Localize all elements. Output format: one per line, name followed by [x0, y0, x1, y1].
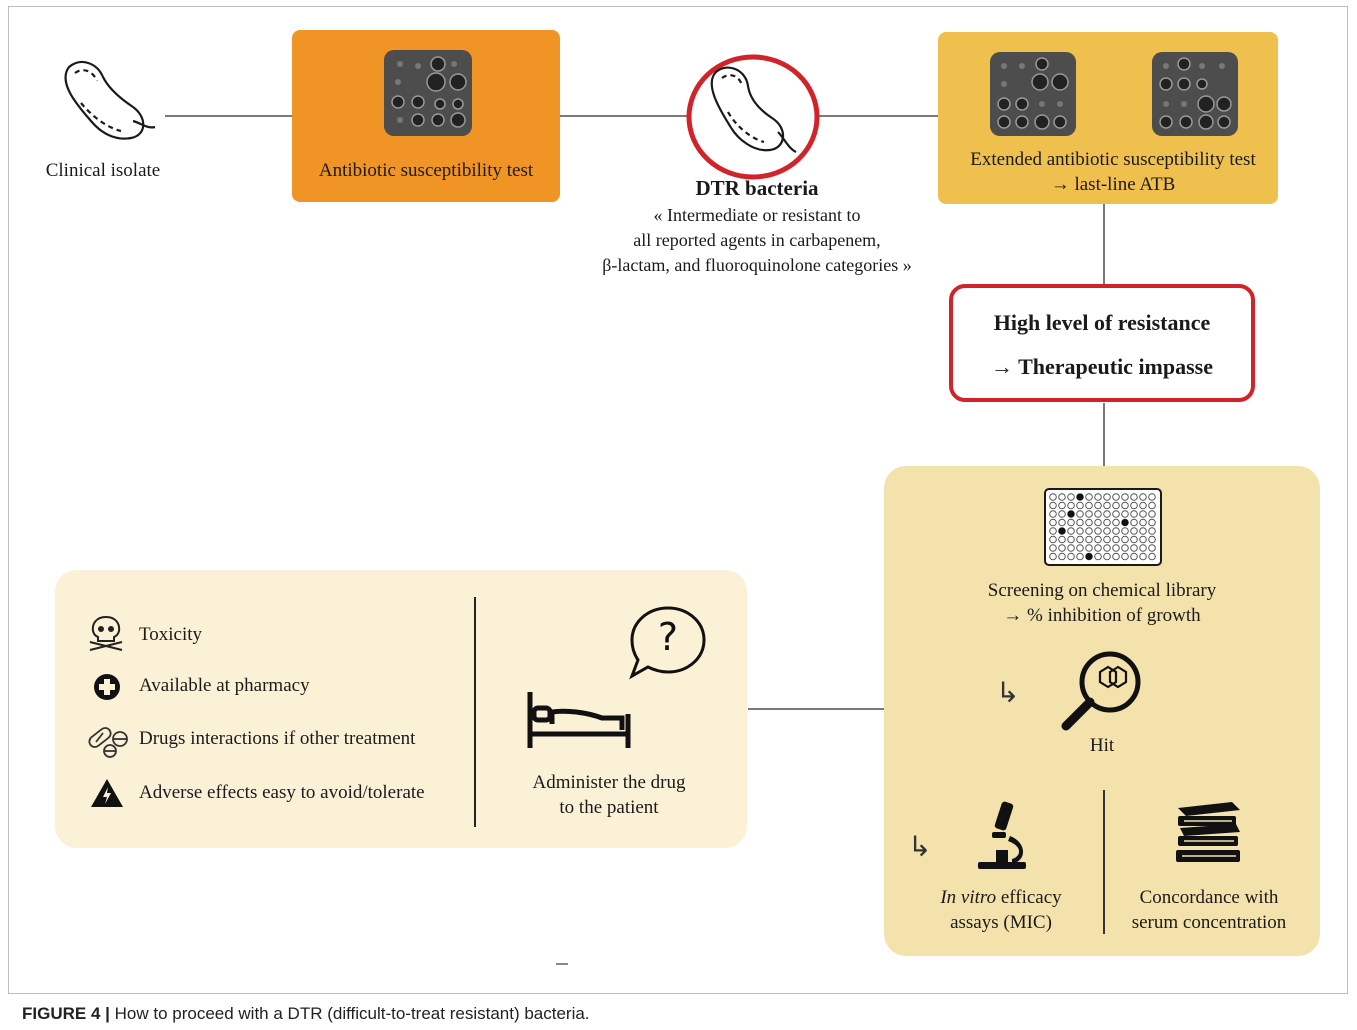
bacterium-icon — [64, 60, 156, 140]
microscope-icon — [978, 801, 1026, 869]
in-vitro-rest: efficacy — [996, 887, 1062, 908]
connector-dtr-extended — [818, 115, 940, 117]
in-vitro-italic: In vitro — [940, 887, 997, 908]
administer-line2: to the patient — [559, 797, 659, 818]
pharmacy-cross-icon — [94, 674, 120, 700]
resistance-box — [949, 284, 1255, 402]
in-vitro-line1: In vitro efficacy — [904, 885, 1098, 910]
hit-label: Hit — [1089, 735, 1115, 756]
administer-line1: Administer the drug — [532, 772, 686, 793]
screening-divider — [1103, 790, 1105, 934]
clinical-isolate-label: Clinical isolate — [45, 160, 161, 181]
dtr-title: DTR bacteria — [695, 176, 819, 200]
dtr-desc-line3: β-lactam, and fluoroquinolone categories… — [602, 255, 912, 275]
in-vitro-line2: assays (MIC) — [950, 912, 1052, 933]
dtr-desc-line2: all reported agents in carbapenem, — [633, 230, 881, 250]
skull-icon — [89, 615, 123, 651]
extended-ast-line2: → last-line ATB — [1050, 174, 1176, 195]
criteria-toxicity: Toxicity — [139, 624, 203, 645]
screening-line2: → % inhibition of growth — [1003, 605, 1201, 626]
criteria-interactions: Drugs interactions if other treatment — [139, 728, 416, 749]
petri-plate-icon-2 — [1152, 52, 1238, 136]
criteria-panel — [55, 570, 747, 848]
curved-arrow-hit: ↳ — [996, 676, 1020, 709]
bed-icon — [527, 692, 631, 748]
caption-label: FIGURE 4 | — [22, 1004, 110, 1023]
warning-icon — [91, 779, 123, 807]
criteria-adverse: Adverse effects easy to avoid/tolerate — [139, 782, 425, 803]
extended-ast-line1: Extended antibiotic susceptibility test — [970, 149, 1256, 170]
pills-icon — [88, 727, 128, 758]
question-mark: ? — [657, 615, 679, 659]
figure-frame — [8, 6, 1348, 994]
resistance-line2: → Therapeutic impasse — [990, 354, 1214, 379]
criteria-divider — [474, 597, 476, 827]
connector-extended-resistance — [1103, 204, 1105, 284]
dtr-bacterium-icon — [686, 54, 820, 180]
small-dash — [556, 963, 568, 965]
ast-label: Antibiotic susceptibility test — [318, 160, 534, 181]
speech-bubble-icon — [629, 606, 706, 680]
well-plate-icon — [1044, 488, 1162, 566]
petri-plate-icon-1 — [990, 52, 1076, 136]
criteria-pharmacy: Available at pharmacy — [139, 675, 310, 696]
books-icon — [1176, 802, 1240, 862]
dtr-desc-line1: « Intermediate or resistant to — [653, 205, 861, 225]
connector-screening-administer — [748, 708, 886, 710]
concordance-line2: serum concentration — [1131, 912, 1287, 933]
figure-caption: FIGURE 4 | How to proceed with a DTR (di… — [22, 1004, 590, 1024]
caption-text: How to proceed with a DTR (difficult-to-… — [109, 1004, 590, 1023]
connector-isolate-ast — [165, 115, 293, 117]
connector-ast-dtr — [560, 115, 688, 117]
concordance-line1: Concordance with — [1139, 887, 1279, 908]
petri-plate-icon — [384, 50, 472, 136]
screening-line1: Screening on chemical library — [987, 580, 1217, 601]
resistance-line1: High level of resistance — [993, 310, 1211, 335]
curved-arrow-invitro: ↳ — [908, 830, 932, 863]
magnifier-molecule-icon — [1061, 651, 1141, 731]
connector-resistance-screening — [1103, 403, 1105, 467]
